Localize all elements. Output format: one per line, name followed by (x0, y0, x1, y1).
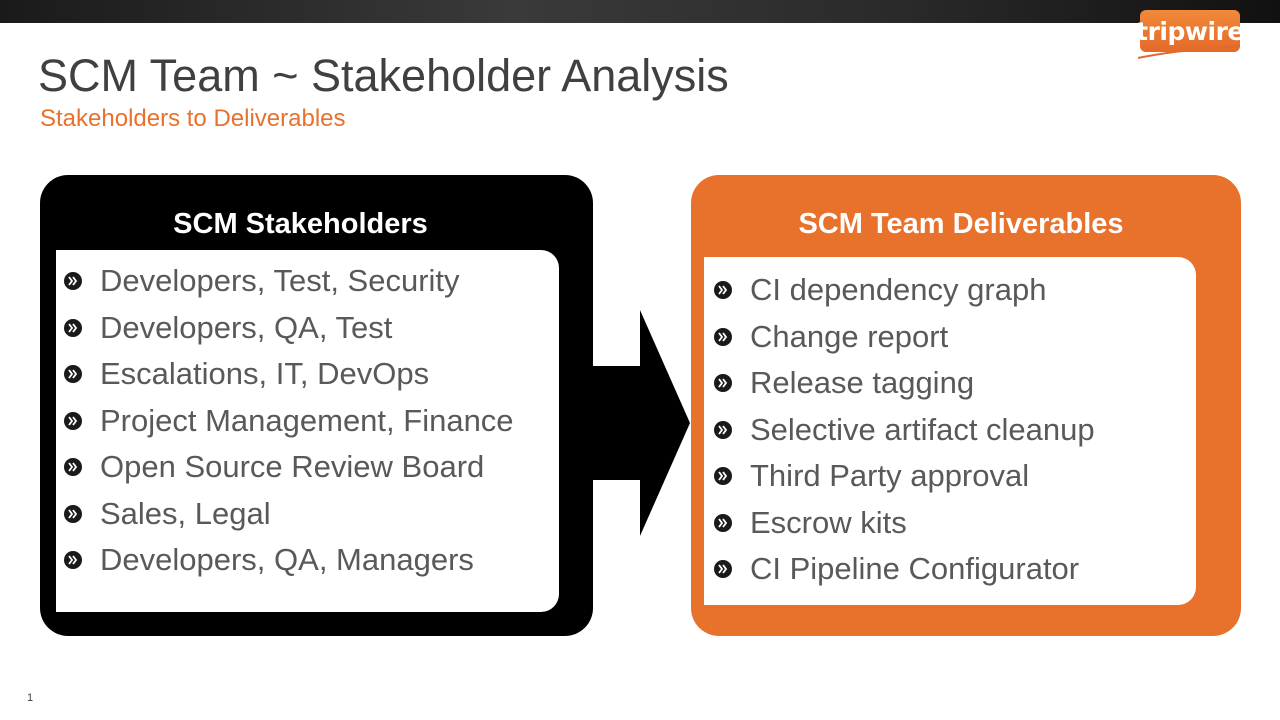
double-chevron-right-icon (64, 551, 82, 569)
stakeholders-list-box: Developers, Test, Security Developers, Q… (56, 250, 559, 612)
stakeholder-text: Developers, Test, Security (100, 263, 460, 298)
stakeholder-text: Escalations, IT, DevOps (100, 356, 430, 391)
list-item: Escrow kits (714, 504, 1095, 553)
deliverable-text: Third Party approval (750, 458, 1030, 493)
double-chevron-right-icon (64, 318, 82, 337)
double-chevron-right-icon (64, 272, 82, 290)
double-chevron-right-icon (714, 420, 732, 439)
double-chevron-right-icon (714, 374, 732, 392)
right-arrow-icon (593, 310, 690, 536)
double-chevron-right-icon (714, 467, 732, 485)
list-item: Release tagging (714, 366, 1095, 413)
deliverable-text: Escrow kits (750, 504, 907, 540)
list-item: CI dependency graph (714, 273, 1095, 320)
top-bar (0, 0, 1280, 23)
double-chevron-right-icon (64, 411, 82, 430)
list-item: Project Management, Finance (64, 402, 514, 451)
tripwire-logo: tripwire (1136, 6, 1246, 62)
stakeholders-panel: SCM Stakeholders Developers, Test, Secur… (40, 175, 593, 636)
slide-subtitle: Stakeholders to Deliverables (40, 105, 346, 132)
slide-title: SCM Team ~ Stakeholder Analysis (38, 50, 729, 101)
deliverable-text: Change report (750, 318, 949, 354)
logo-swoosh-icon (1137, 45, 1241, 59)
deliverable-text: CI dependency graph (750, 272, 1047, 307)
logo-text: tripwire (1136, 10, 1244, 52)
list-item: Developers, QA, Test (64, 309, 514, 358)
list-item: Open Source Review Board (64, 450, 514, 497)
list-item: Escalations, IT, DevOps (64, 357, 514, 404)
double-chevron-right-icon (64, 365, 82, 383)
deliverables-list: CI dependency graph Change report Releas… (714, 273, 1095, 599)
stakeholder-text: Sales, Legal (100, 495, 271, 531)
deliverables-panel: SCM Team Deliverables CI dependency grap… (691, 175, 1241, 636)
list-item: Change report (714, 318, 1095, 367)
deliverable-text: Selective artifact cleanup (750, 411, 1095, 447)
deliverable-text: Release tagging (750, 365, 975, 400)
list-item: Sales, Legal (64, 495, 514, 544)
list-item: CI Pipeline Configurator (714, 552, 1095, 599)
double-chevron-right-icon (64, 458, 82, 476)
stakeholder-text: Developers, QA, Managers (100, 542, 474, 577)
stakeholders-list: Developers, Test, Security Developers, Q… (64, 264, 514, 590)
list-item: Third Party approval (714, 459, 1095, 506)
double-chevron-right-icon (714, 281, 732, 299)
list-item: Selective artifact cleanup (714, 411, 1095, 460)
list-item: Developers, Test, Security (64, 264, 514, 311)
stakeholders-header: SCM Stakeholders (173, 208, 428, 240)
deliverables-list-box: CI dependency graph Change report Releas… (704, 257, 1196, 605)
deliverables-header: SCM Team Deliverables (798, 208, 1124, 240)
deliverable-text: CI Pipeline Configurator (750, 551, 1080, 586)
double-chevron-right-icon (714, 513, 732, 532)
double-chevron-right-icon (714, 327, 732, 346)
stakeholder-text: Project Management, Finance (100, 402, 514, 438)
list-item: Developers, QA, Managers (64, 543, 514, 590)
page-number: 1 (27, 692, 34, 704)
double-chevron-right-icon (64, 504, 82, 523)
double-chevron-right-icon (714, 560, 732, 578)
stakeholder-text: Developers, QA, Test (100, 309, 393, 345)
stakeholder-text: Open Source Review Board (100, 449, 485, 484)
